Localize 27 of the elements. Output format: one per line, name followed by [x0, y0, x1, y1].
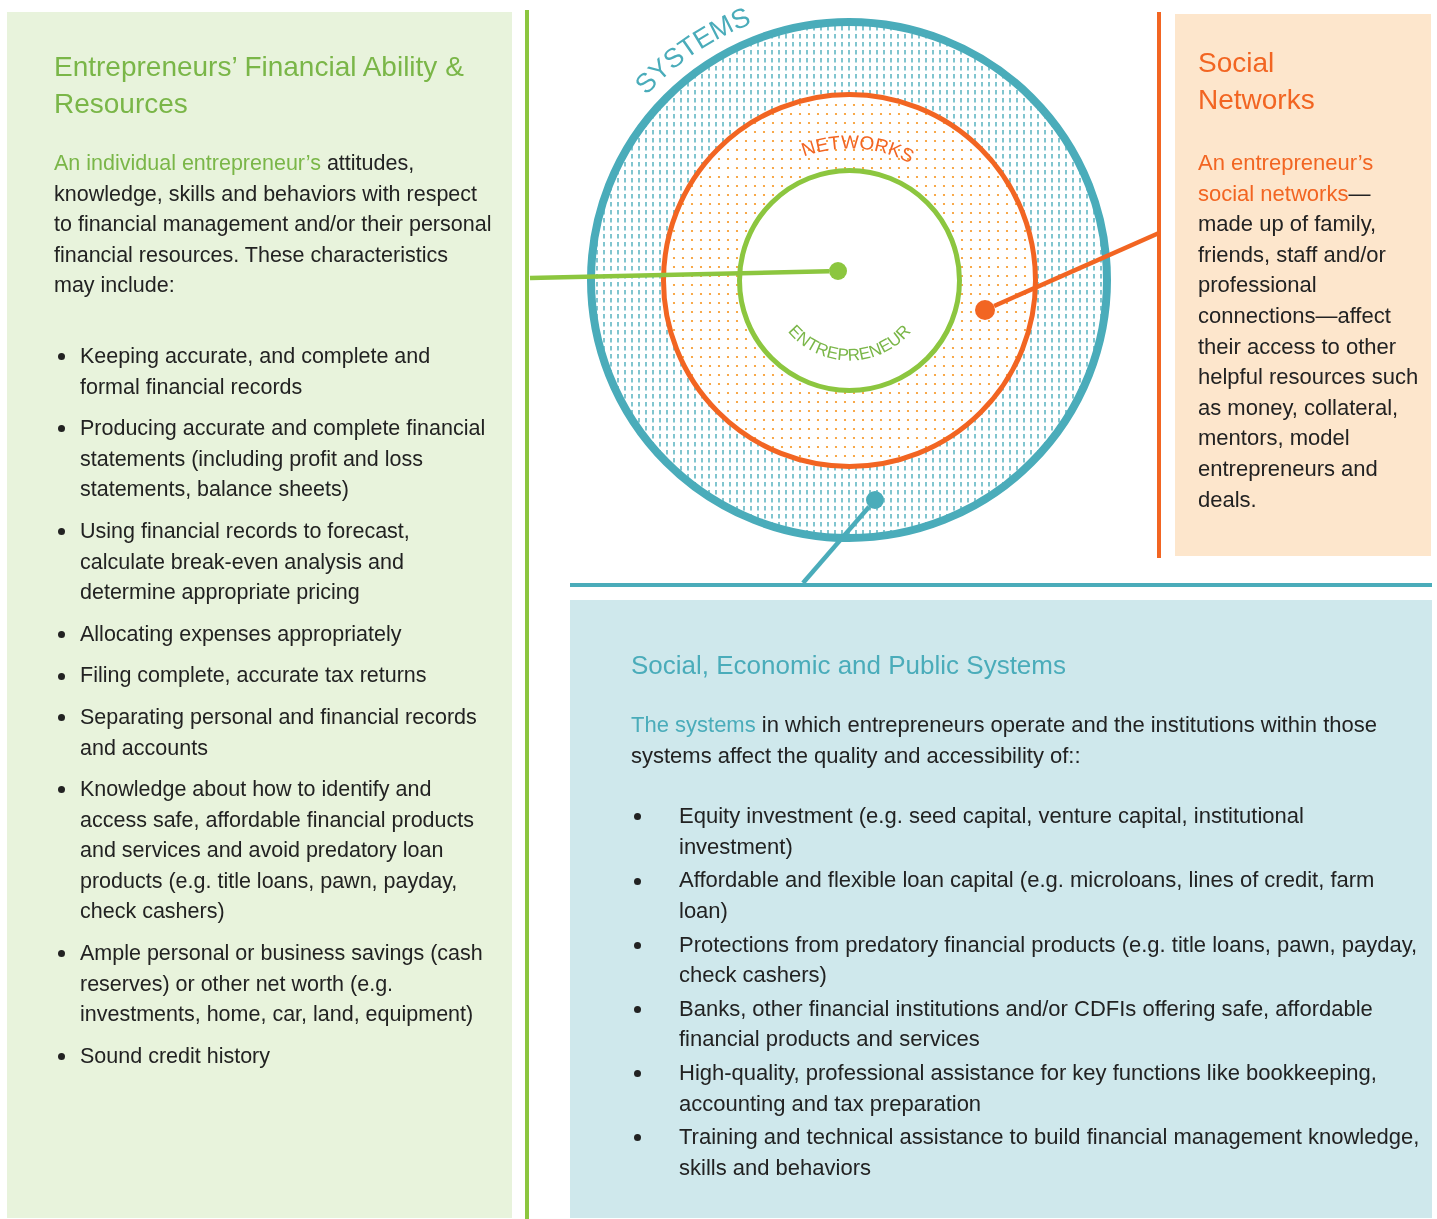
bullet-text: Separating personal and financial records and accounts — [80, 704, 477, 760]
description-text: An individual entrepreneur’s attitudes, knowledge, skills and behaviors with respect to financial management and/or their personal financial resources. These characteristics may include: — [54, 150, 492, 300]
bullet-text: Protections from predatory financial products (e.g. title loans, pawn, payday, check cashers) — [679, 931, 1418, 988]
bullet-text: Keeping accurate, and complete and formal financial records — [80, 343, 431, 399]
text-panel — [1175, 14, 1431, 556]
bullet-text: Training and technical assistance to build financial management knowledge, skills and behaviors — [679, 1124, 1420, 1180]
text-panel — [570, 600, 1432, 1218]
bullet-text: Allocating expenses appropriately — [80, 621, 402, 646]
panel-heading: Entrepreneurs’ Financial Ability & Resources — [54, 50, 464, 121]
bullet-text: Sound credit history — [80, 1043, 270, 1068]
bullet-text: Producing accurate and complete financial statements (including profit and loss statements, balance sheets) — [80, 416, 486, 502]
bullet-text: Knowledge about how to identify and access safe, affordable financial products and services and avoid predatory loan products (e.g. title loans, pawn, payday, check cashers) — [80, 777, 474, 924]
leader-line — [529, 268, 830, 281]
panel-heading: Social Networks — [1198, 46, 1316, 117]
panel-heading: Social, Economic and Public Systems — [631, 649, 1067, 682]
bullet-text: Using financial records to forecast, calculate break-even analysis and determine appropriate pricing — [80, 518, 410, 605]
ring-label: NETWORKS — [798, 131, 917, 167]
bullet-text: Ample personal or business savings (cash reserves) or other net worth (e.g. investments, home, car, land, equipment) — [80, 941, 483, 1027]
description-text: The systems in which entrepreneurs operate and the institutions within those systems affect the quality and accessibility of:: — [631, 711, 1378, 770]
text-panel — [7, 12, 512, 1218]
bullet-text: Filing complete, accurate tax returns — [80, 663, 427, 688]
bullet-text: Affordable and flexible loan capital (e.g. microloans, lines of credit, farm loan) — [679, 867, 1375, 923]
description-text: An entrepreneur’s social networks—made up of family, friends, staff and/or professional connections—affect their access to other helpful resources such as money, collateral, mentors, model entrepreneurs and deals. — [1198, 149, 1420, 514]
bullet-text: Equity investment (e.g. seed capital, venture capital, institutional investment) — [679, 803, 1304, 859]
leader-line — [993, 230, 1160, 308]
bullet-text: Banks, other financial institutions and/or CDFIs offering safe, affordable financial products and services — [679, 995, 1373, 1052]
bullet-text: High-quality, professional assistance for key functions like bookkeeping, accounting and tax preparation — [679, 1059, 1377, 1116]
